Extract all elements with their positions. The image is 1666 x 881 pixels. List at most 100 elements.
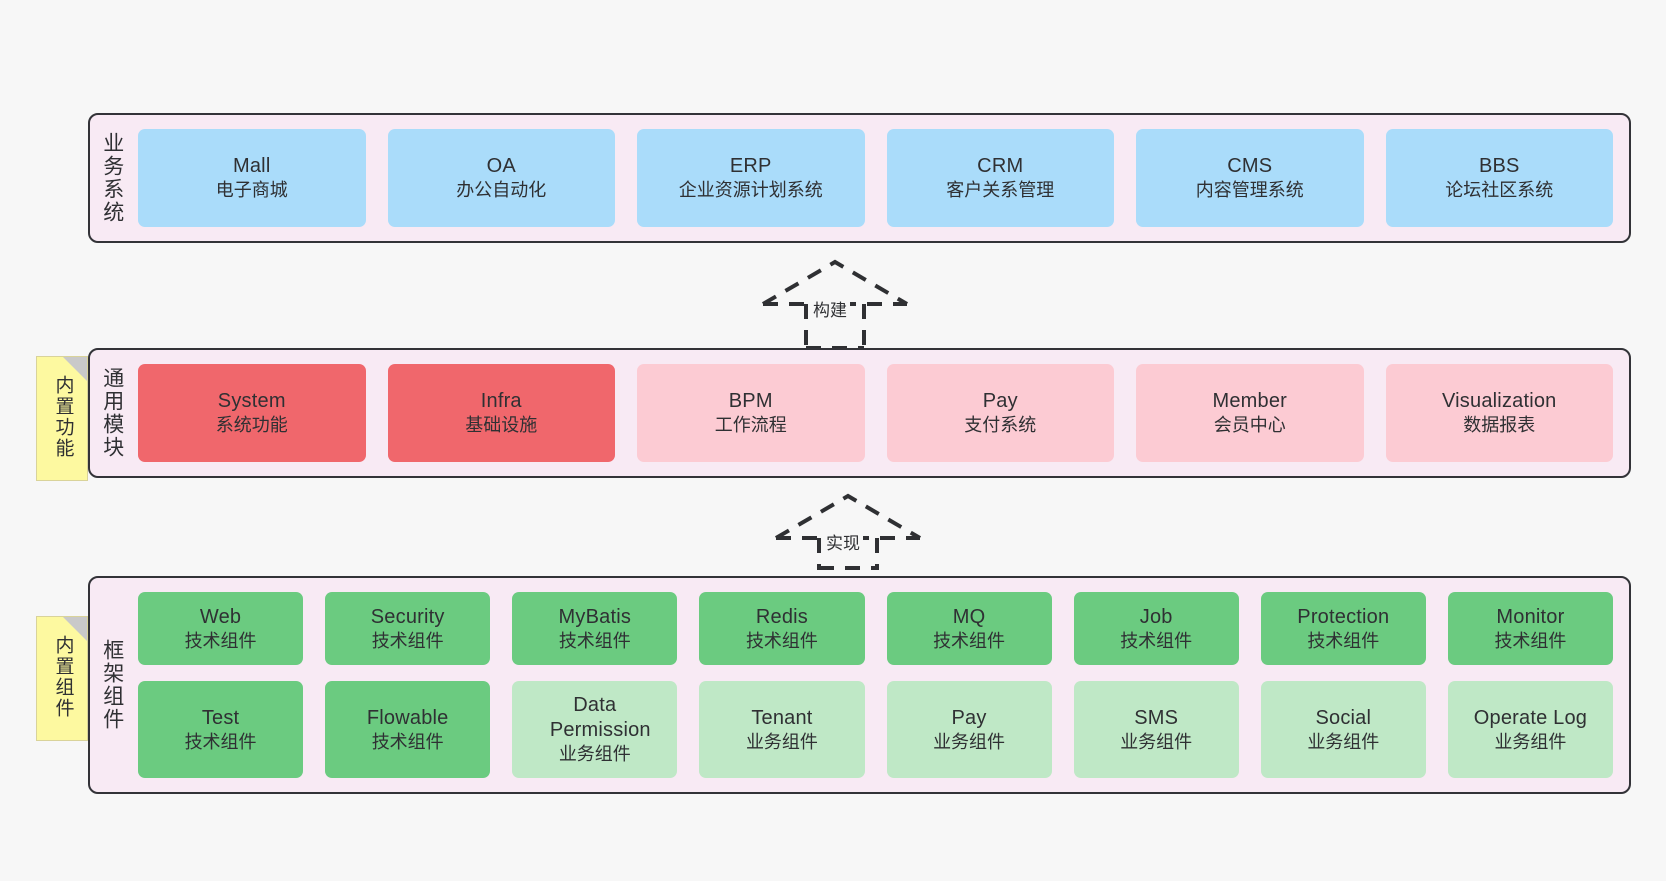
card-bpm[interactable]: BPM 工作流程 <box>637 364 865 462</box>
card-title-cn: 业务组件 <box>558 744 631 764</box>
card-title-en: CMS <box>1227 155 1273 178</box>
card-title-cn: 技术组件 <box>1120 630 1193 651</box>
card-title-cn: 技术组件 <box>933 630 1006 651</box>
layer-framework-components-title: 框架组件 <box>100 639 124 731</box>
note-builtin-features-label: 内置功能 <box>52 374 74 459</box>
card-title-en: System <box>217 390 286 413</box>
card-web[interactable]: Web 技术组件 <box>138 592 304 665</box>
card-title-cn: 技术组件 <box>558 630 631 651</box>
note-builtin-components-label: 内置组件 <box>52 634 74 719</box>
card-mybatis[interactable]: MyBatis 技术组件 <box>512 592 678 665</box>
card-title-en: BPM <box>728 390 773 413</box>
connector-build: 构建 <box>755 258 915 350</box>
card-data-permission[interactable]: Data Permission 业务组件 <box>512 680 678 778</box>
card-title-cn: 数据报表 <box>1463 415 1536 436</box>
layer-framework-components: 框架组件 Web 技术组件 Security 技术组件 MyBatis 技术组件… <box>88 576 1631 794</box>
card-title-en: Pay <box>982 390 1018 413</box>
card-title-en: Web <box>199 605 242 628</box>
card-row: System 系统功能 Infra 基础设施 BPM 工作流程 Pay 支付系统… <box>138 364 1613 462</box>
card-title-cn: 会员中心 <box>1213 415 1286 436</box>
card-row-tech: Web 技术组件 Security 技术组件 MyBatis 技术组件 Redi… <box>138 592 1613 665</box>
layer-framework-components-body: Web 技术组件 Security 技术组件 MyBatis 技术组件 Redi… <box>134 578 1629 792</box>
card-title-en: Social <box>1315 706 1372 729</box>
layer-common-modules-body: System 系统功能 Infra 基础设施 BPM 工作流程 Pay 支付系统… <box>134 350 1629 476</box>
card-title-cn: 基础设施 <box>465 415 538 436</box>
card-job[interactable]: Job 技术组件 <box>1073 592 1239 665</box>
card-oa[interactable]: OA 办公自动化 <box>387 129 615 227</box>
card-title-cn: 业务组件 <box>1120 731 1193 752</box>
card-title-en: Protection <box>1297 605 1390 628</box>
card-title-cn: 技术组件 <box>184 731 257 752</box>
card-title-en: Redis <box>755 605 808 628</box>
note-fold-corner-icon <box>63 357 87 381</box>
connector-implement-label: 实现 <box>823 529 863 554</box>
card-title-cn: 论坛社区系统 <box>1445 180 1554 201</box>
card-social[interactable]: Social 业务组件 <box>1260 680 1426 778</box>
card-pay-module[interactable]: Pay 支付系统 <box>886 364 1114 462</box>
card-title-cn: 业务组件 <box>1494 731 1567 752</box>
card-title-en: OA <box>486 155 516 178</box>
card-security[interactable]: Security 技术组件 <box>325 592 491 665</box>
layer-business-systems: 业务系统 Mall 电子商城 OA 办公自动化 ERP 企业资源计划系统 CRM… <box>88 113 1631 243</box>
generalization-arrow-icon <box>774 493 922 570</box>
card-title-en: CRM <box>977 155 1024 178</box>
card-title-en: Monitor <box>1496 605 1565 628</box>
card-title-en: Operate Log <box>1473 706 1588 729</box>
card-title-cn: 技术组件 <box>1307 630 1380 651</box>
card-title-cn: 技术组件 <box>1494 630 1567 651</box>
card-tenant[interactable]: Tenant 业务组件 <box>699 680 865 778</box>
note-builtin-components: 内置组件 <box>36 616 88 741</box>
card-protection[interactable]: Protection 技术组件 <box>1260 592 1426 665</box>
card-title-en: Pay <box>951 706 987 729</box>
layer-common-modules-title: 通用模块 <box>100 367 124 459</box>
card-visualization[interactable]: Visualization 数据报表 <box>1385 364 1613 462</box>
card-row: Mall 电子商城 OA 办公自动化 ERP 企业资源计划系统 CRM 客户关系… <box>138 129 1613 227</box>
note-builtin-features: 内置功能 <box>36 356 88 481</box>
card-title-cn: 工作流程 <box>714 415 787 436</box>
card-redis[interactable]: Redis 技术组件 <box>699 592 865 665</box>
card-title-cn: 支付系统 <box>964 415 1037 436</box>
layer-business-systems-title: 业务系统 <box>100 132 124 224</box>
card-title-en: Security <box>370 605 445 628</box>
card-title-en: ERP <box>729 155 772 178</box>
card-title-cn: 技术组件 <box>745 630 818 651</box>
card-sms[interactable]: SMS 业务组件 <box>1073 680 1239 778</box>
note-fold-corner-icon <box>63 617 87 641</box>
card-title-cn: 内容管理系统 <box>1195 180 1304 201</box>
card-title-en: MyBatis <box>558 605 632 628</box>
card-bbs[interactable]: BBS 论坛社区系统 <box>1385 129 1613 227</box>
card-title-en: Flowable <box>366 706 449 729</box>
layer-common-modules: 通用模块 System 系统功能 Infra 基础设施 BPM 工作流程 Pay… <box>88 348 1631 478</box>
card-title-en: Infra <box>480 390 522 413</box>
card-monitor[interactable]: Monitor 技术组件 <box>1447 592 1613 665</box>
card-title-cn: 业务组件 <box>933 731 1006 752</box>
card-title-en: SMS <box>1134 706 1179 729</box>
card-title-en: Mall <box>233 155 271 178</box>
card-title-en: Job <box>1139 605 1173 628</box>
card-crm[interactable]: CRM 客户关系管理 <box>886 129 1114 227</box>
card-pay-component[interactable]: Pay 业务组件 <box>886 680 1052 778</box>
card-test[interactable]: Test 技术组件 <box>138 680 304 778</box>
card-title-en: Test <box>201 706 240 729</box>
card-row-business: Test 技术组件 Flowable 技术组件 Data Permission … <box>138 680 1613 778</box>
card-infra[interactable]: Infra 基础设施 <box>387 364 615 462</box>
card-system[interactable]: System 系统功能 <box>138 364 366 462</box>
card-title-en: Data Permission <box>549 694 651 741</box>
card-erp[interactable]: ERP 企业资源计划系统 <box>637 129 865 227</box>
card-title-en: Visualization <box>1441 390 1557 413</box>
layer-business-systems-body: Mall 电子商城 OA 办公自动化 ERP 企业资源计划系统 CRM 客户关系… <box>134 115 1629 241</box>
card-title-cn: 技术组件 <box>184 630 257 651</box>
card-mall[interactable]: Mall 电子商城 <box>138 129 366 227</box>
card-member[interactable]: Member 会员中心 <box>1136 364 1364 462</box>
card-title-cn: 电子商城 <box>215 180 288 201</box>
card-title-cn: 技术组件 <box>371 731 444 752</box>
card-title-cn: 系统功能 <box>215 415 288 436</box>
card-title-cn: 业务组件 <box>1307 731 1380 752</box>
card-title-cn: 技术组件 <box>371 630 444 651</box>
card-mq[interactable]: MQ 技术组件 <box>886 592 1052 665</box>
card-title-en: Tenant <box>751 706 813 729</box>
card-cms[interactable]: CMS 内容管理系统 <box>1136 129 1364 227</box>
card-title-en: BBS <box>1478 155 1520 178</box>
card-operate-log[interactable]: Operate Log 业务组件 <box>1447 680 1613 778</box>
card-flowable[interactable]: Flowable 技术组件 <box>325 680 491 778</box>
